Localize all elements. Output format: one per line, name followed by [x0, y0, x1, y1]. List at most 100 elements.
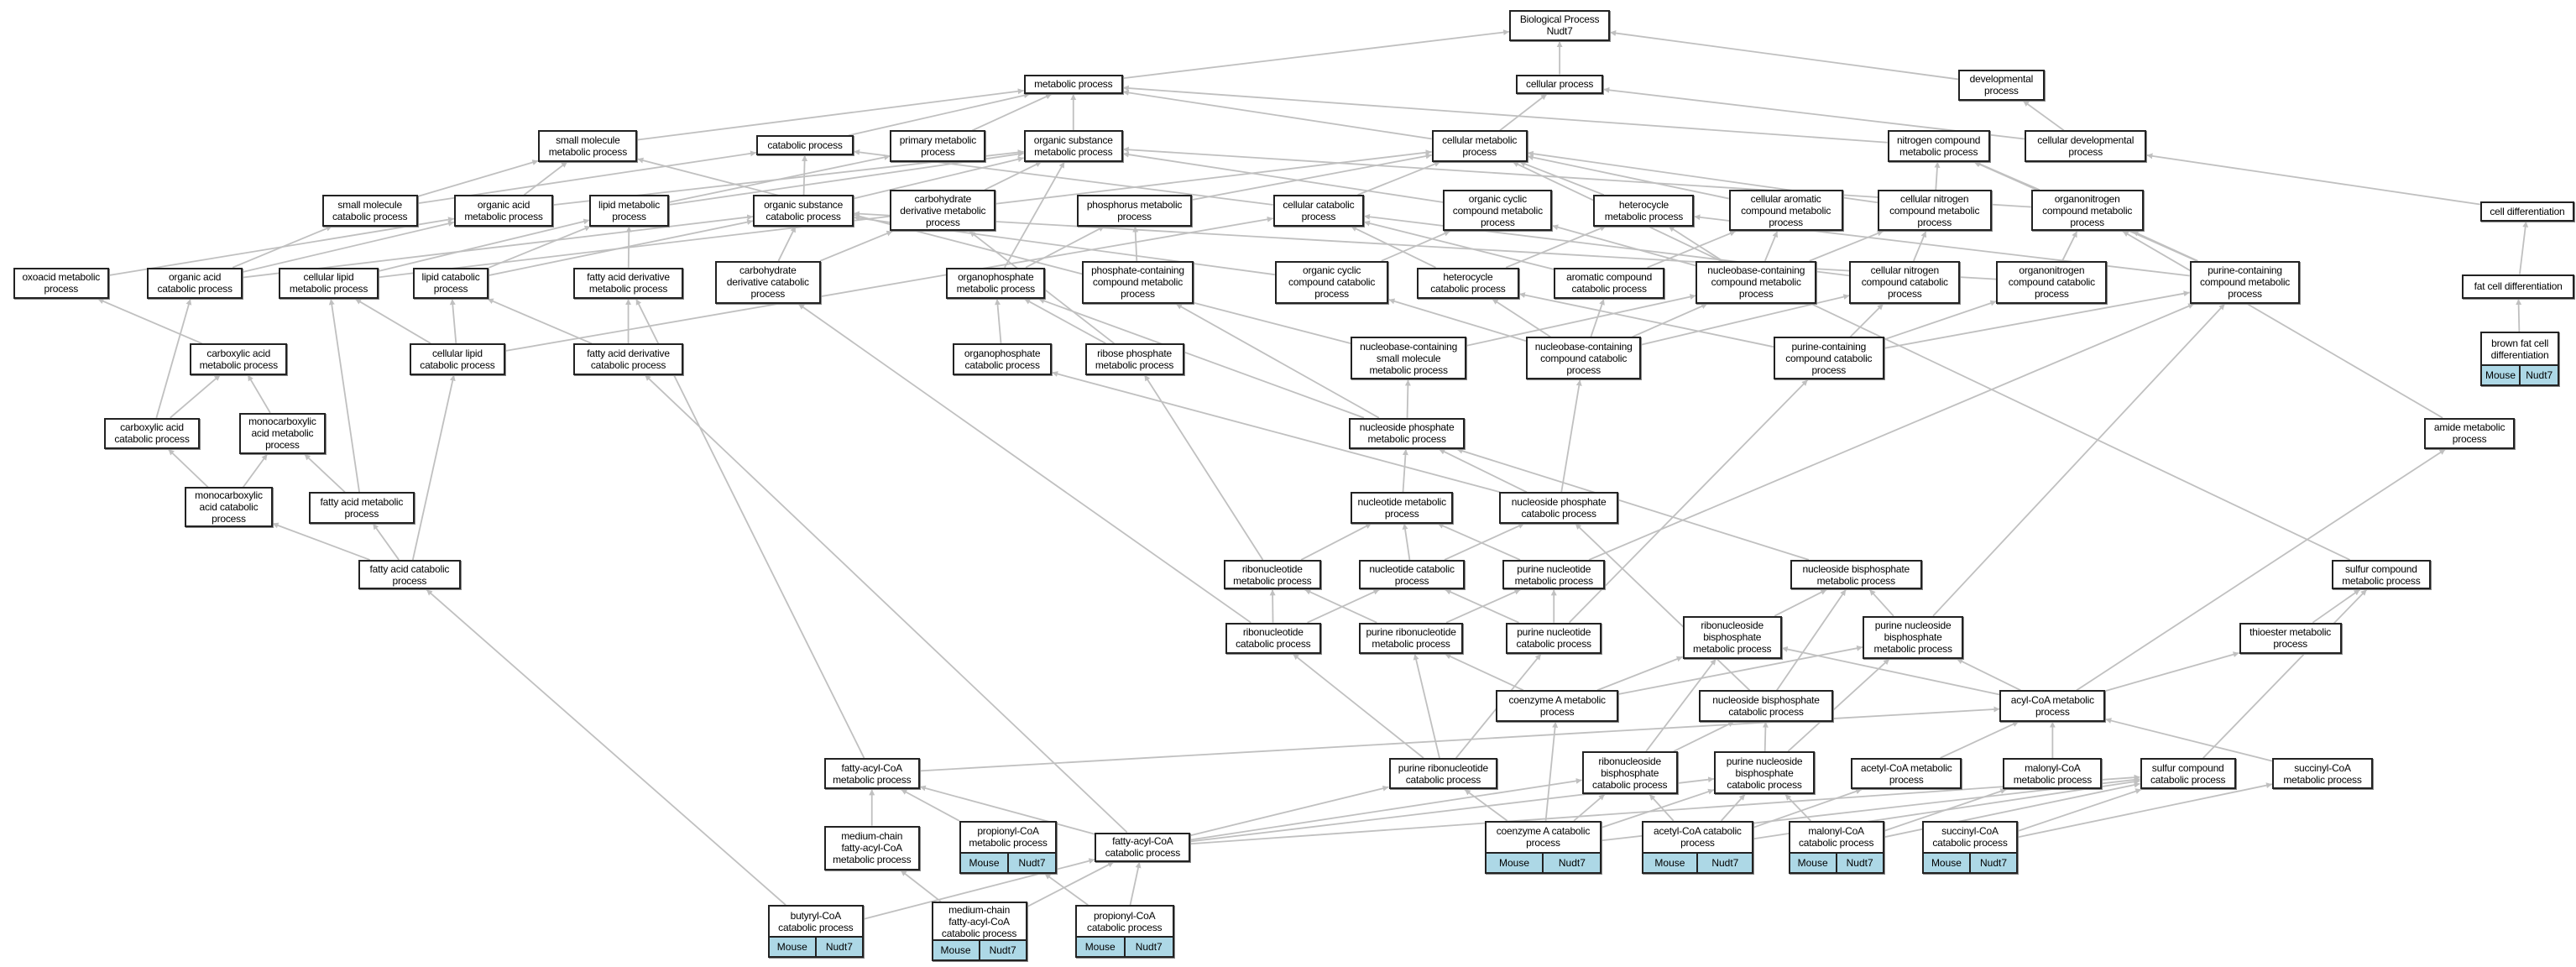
go-term-node-primary-met[interactable]: primary metabolic process: [890, 130, 986, 162]
go-term-node-developmental[interactable]: developmental process: [1958, 69, 2045, 101]
go-term-node-organophos-cat[interactable]: organophosphate catabolic process: [953, 343, 1053, 375]
go-term-node-catabolic[interactable]: catabolic process: [756, 135, 854, 155]
go-term-node-nucbis-cat[interactable]: nucleoside bisphosphate catabolic proces…: [1699, 690, 1833, 722]
go-term-node-nucphos-cat[interactable]: nucleoside phosphate catabolic process: [1499, 492, 1618, 524]
go-term-node-phosphorus-met[interactable]: phosphorus metabolic process: [1076, 195, 1193, 227]
go-term-node-heterocycle-met[interactable]: heterocycle metabolic process: [1593, 195, 1695, 227]
edge-lipid_cat-to-lipid_met: [488, 225, 592, 269]
go-term-node-purinecont-cat[interactable]: purine-containing compound catabolic pro…: [1773, 337, 1884, 380]
go-term-node-carbderiv-met[interactable]: carbohydrate derivative metabolic proces…: [890, 190, 996, 232]
go-term-node-bp[interactable]: Biological Process Nudt7: [1509, 9, 1611, 42]
go-term-label: amide metabolic process: [2433, 421, 2505, 446]
go-term-node-fattyacid-met[interactable]: fatty acid metabolic process: [308, 492, 415, 524]
go-term-node-phoscont-met[interactable]: phosphate-containing compound metabolic …: [1081, 260, 1194, 304]
go-term-node-cellular-cat[interactable]: cellular catabolic process: [1272, 195, 1364, 227]
go-term-node-metabolic[interactable]: metabolic process: [1023, 74, 1123, 95]
go-term-node-monocarb-met[interactable]: monocarboxylic acid metabolic process: [239, 412, 326, 454]
go-term-node-organonitro-met[interactable]: organonitrogen compound metabolic proces…: [2030, 190, 2144, 232]
go-term-node-ribosephos-met[interactable]: ribose phosphate metabolic process: [1084, 343, 1184, 375]
go-term-node-nucleotide-met[interactable]: nucleotide metabolic process: [1351, 492, 1454, 524]
go-term-node-organophos-met[interactable]: organophosphate metabolic process: [946, 267, 1046, 300]
go-term-node-orgcyclic-met[interactable]: organic cyclic compound metabolic proces…: [1443, 190, 1553, 232]
go-term-node-carboxylic-met[interactable]: carboxylic acid metabolic process: [190, 343, 288, 375]
go-term-node-lipid-met[interactable]: lipid metabolic process: [589, 195, 669, 227]
go-term-node-sulfur-cat[interactable]: sulfur compound catabolic process: [2140, 757, 2236, 790]
go-term-node-ribonuc-met[interactable]: ribonucleotide metabolic process: [1223, 559, 1321, 590]
go-term-node-malonylcoa-met[interactable]: malonyl-CoA metabolic process: [2003, 757, 2103, 790]
go-term-node-orgcyclic-cat[interactable]: organic cyclic compound catabolic proces…: [1274, 260, 1389, 304]
go-term-node-heterocycle-cat[interactable]: heterocycle catabolic process: [1416, 267, 1519, 300]
species-cell: Mouse: [961, 853, 1008, 872]
go-term-node-fattyderiv-met[interactable]: fatty acid derivative metabolic process: [572, 267, 684, 300]
edge-sulfur_met-to-cellular_met: [1512, 160, 2350, 561]
go-term-node-nitrogen-met[interactable]: nitrogen compound metabolic process: [1887, 130, 1990, 162]
go-term-node-amide-met[interactable]: amide metabolic process: [2424, 417, 2516, 450]
go-term-node-sulfur-met[interactable]: sulfur compound metabolic process: [2331, 559, 2431, 590]
go-term-node-thioester-met[interactable]: thioester metabolic process: [2239, 622, 2342, 655]
go-term-node-nucbasecont-cat[interactable]: nucleobase-containing compound catabolic…: [1525, 337, 1642, 380]
go-term-node-oxoacid-met[interactable]: oxoacid metabolic process: [13, 267, 109, 300]
go-term-node-ribonuc-cat[interactable]: ribonucleotide catabolic process: [1225, 622, 1321, 655]
go-term-node-carbderiv-cat[interactable]: carbohydrate derivative catabolic proces…: [714, 260, 821, 304]
go-term-node-purineribo-cat[interactable]: purine ribonucleotide catabolic process: [1388, 757, 1498, 790]
go-term-node-succinyl-met[interactable]: succinyl-CoA metabolic process: [2272, 757, 2373, 790]
go-term-node-lipid-cat[interactable]: lipid catabolic process: [412, 267, 489, 300]
go-term-node-purinenucbis-cat[interactable]: purine nucleoside bisphosphate catabolic…: [1714, 751, 1816, 795]
go-term-node-cellular[interactable]: cellular process: [1515, 74, 1604, 95]
go-term-label: primary metabolic process: [899, 134, 977, 159]
gene-cell: Nudt7: [1123, 938, 1173, 957]
go-term-node-purinecont-met[interactable]: purine-containing compound metabolic pro…: [2189, 260, 2301, 304]
go-term-node-smallmol-met[interactable]: small molecule metabolic process: [538, 130, 638, 162]
go-term-node-fattyderiv-cat[interactable]: fatty acid derivative catabolic process: [572, 343, 684, 375]
go-term-node-orgsub-cat[interactable]: organic substance catabolic process: [753, 195, 854, 227]
go-term-node-cell-diff[interactable]: cell differentiation: [2479, 201, 2575, 222]
go-term-node-acetylcoa-met[interactable]: acetyl-CoA metabolic process: [1851, 757, 1962, 790]
go-term-node-ribonucbis-met[interactable]: ribonucleoside bisphosphate metabolic pr…: [1682, 615, 1782, 659]
go-term-node-mediumchain-met[interactable]: medium-chain fatty-acyl-CoA metabolic pr…: [823, 825, 920, 870]
go-term-node-cellular-met[interactable]: cellular metabolic process: [1431, 130, 1528, 162]
edge-nucbase_met-to-orgcyclic_met: [1552, 224, 1696, 267]
go-term-node-organonitro-cat[interactable]: organonitrogen compound catabolic proces…: [1996, 260, 2108, 304]
go-term-node-cell-dev[interactable]: cellular developmental process: [2024, 130, 2147, 162]
go-term-label: nucleoside phosphate metabolic process: [1359, 421, 1455, 446]
go-term-node-purinenuc-cat[interactable]: purine nucleotide catabolic process: [1506, 622, 1602, 655]
go-term-node-celllipid-cat[interactable]: cellular lipid catabolic process: [409, 343, 505, 375]
go-term-node-fattyacyl-cat[interactable]: fatty-acyl-CoA catabolic process: [1095, 832, 1191, 862]
go-term-node-coenzA-met[interactable]: coenzyme A metabolic process: [1496, 690, 1618, 722]
edge-organonitro_cat-to-organonitro_met: [2061, 231, 2078, 262]
go-term-node-aromatic-cat[interactable]: aromatic compound catabolic process: [1554, 267, 1665, 300]
go-term-node-purinenuc-met[interactable]: purine nucleotide metabolic process: [1502, 559, 1606, 590]
go-term-node-orgsub-met[interactable]: organic substance metabolic process: [1023, 130, 1123, 162]
go-term-node-ribonucbis-cat[interactable]: ribonucleoside bisphosphate catabolic pr…: [1581, 751, 1678, 795]
go-term-node-purinenucbis-met[interactable]: purine nucleoside bisphosphate metabolic…: [1863, 615, 1964, 659]
go-term-node-fattyacid-cat[interactable]: fatty acid catabolic process: [358, 559, 461, 590]
go-term-node-purineribo-met[interactable]: purine ribonucleotide metabolic process: [1359, 622, 1464, 655]
go-term-node-acylcoa-met[interactable]: acyl-CoA metabolic process: [1999, 690, 2106, 722]
go-term-node-nucbase-met[interactable]: nucleobase-containing compound metabolic…: [1696, 260, 1817, 304]
go-term-node-nucleotide-cat[interactable]: nucleotide catabolic process: [1359, 559, 1465, 590]
go-term-node-cellnitro-met[interactable]: cellular nitrogen compound metabolic pro…: [1877, 190, 1992, 232]
go-term-node-smallmol-cat[interactable]: small molecule catabolic process: [321, 195, 418, 227]
go-term-node-cellnitro-cat[interactable]: cellular nitrogen compound catabolic pro…: [1849, 260, 1961, 304]
go-term-node-cellarom-met[interactable]: cellular aromatic compound metabolic pro…: [1728, 190, 1843, 232]
go-term-node-nucbisphos-met[interactable]: nucleoside bisphosphate metabolic proces…: [1790, 559, 1922, 590]
go-term-node-nucbasesmall-met[interactable]: nucleobase-containing small molecule met…: [1351, 337, 1466, 380]
edge-aromatic_cat-to-cellarom_met: [1647, 230, 1737, 269]
go-term-node-mediumchain-cat[interactable]: medium-chain fatty-acyl-CoA catabolic pr…: [931, 902, 1027, 961]
go-term-node-monocarb-cat[interactable]: monocarboxylic acid catabolic process: [185, 487, 273, 527]
go-term-node-celllipid-met[interactable]: cellular lipid metabolic process: [279, 267, 379, 300]
go-term-node-fattyacyl-met[interactable]: fatty-acyl-CoA metabolic process: [823, 757, 920, 790]
go-term-node-orgacid-met[interactable]: organic acid metabolic process: [454, 195, 554, 227]
go-term-node-fat-cell-diff[interactable]: fat cell differentiation: [2462, 274, 2575, 300]
go-term-node-nucphos-met[interactable]: nucleoside phosphate metabolic process: [1349, 417, 1465, 450]
go-term-node-orgacid-cat[interactable]: organic acid catabolic process: [147, 267, 243, 300]
go-term-node-carboxylic-cat[interactable]: carboxylic acid catabolic process: [103, 417, 201, 450]
